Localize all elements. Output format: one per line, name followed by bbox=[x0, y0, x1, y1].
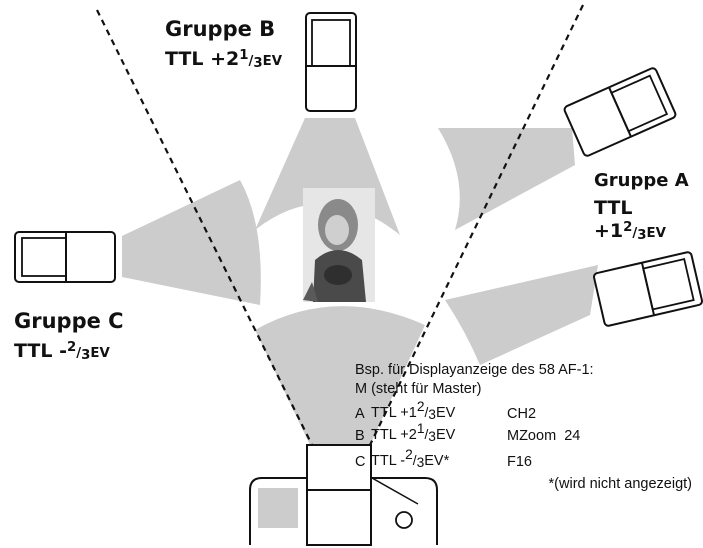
dashed-line-left bbox=[96, 9, 313, 446]
gruppe-a-name: Gruppe A bbox=[594, 170, 689, 191]
gruppe-c-ttl: TTL -2/3EV bbox=[14, 340, 110, 364]
beam-gruppe-c bbox=[122, 180, 261, 305]
display-row: C TTL -2/3EV* F16 bbox=[355, 446, 532, 470]
flash-unit-gruppe-b bbox=[305, 12, 357, 112]
display-example-title: Bsp. für Displayanzeige des 58 AF-1: bbox=[355, 362, 594, 378]
gruppe-b-ttl: TTL +21/3EV bbox=[165, 48, 282, 72]
master-camera bbox=[249, 444, 438, 546]
label-gruppe-b: Gruppe B TTL +21/3EV bbox=[165, 16, 282, 73]
flash-unit-gruppe-c bbox=[14, 231, 116, 283]
dashed-line-right bbox=[369, 4, 584, 446]
flash-unit-gruppe-a-upper bbox=[563, 67, 677, 157]
label-gruppe-c: Gruppe C TTL -2/3EV bbox=[14, 308, 124, 365]
display-row: A TTL +12/3EV CH2 bbox=[355, 398, 537, 422]
display-row: B TTL +21/3EV MZoom 24 bbox=[355, 420, 581, 444]
label-gruppe-a: Gruppe A TTL +12/3EV bbox=[594, 170, 703, 245]
display-example-subtitle: M (steht für Master) bbox=[355, 381, 482, 397]
beam-gruppe-a-upper bbox=[438, 128, 575, 230]
gruppe-c-name: Gruppe C bbox=[14, 309, 124, 333]
beam-gruppe-a-lower bbox=[445, 265, 598, 365]
flash-unit-gruppe-a-lower bbox=[593, 251, 703, 327]
beam-master bbox=[255, 306, 425, 445]
gruppe-b-name: Gruppe B bbox=[165, 17, 276, 41]
display-example-footnote: *(wird nicht angezeigt) bbox=[548, 476, 692, 492]
subject-photo bbox=[303, 188, 375, 302]
display-example: Bsp. für Displayanzeige des 58 AF-1: M (… bbox=[355, 362, 700, 492]
gruppe-a-ttl: TTL +12/3EV bbox=[594, 196, 666, 244]
